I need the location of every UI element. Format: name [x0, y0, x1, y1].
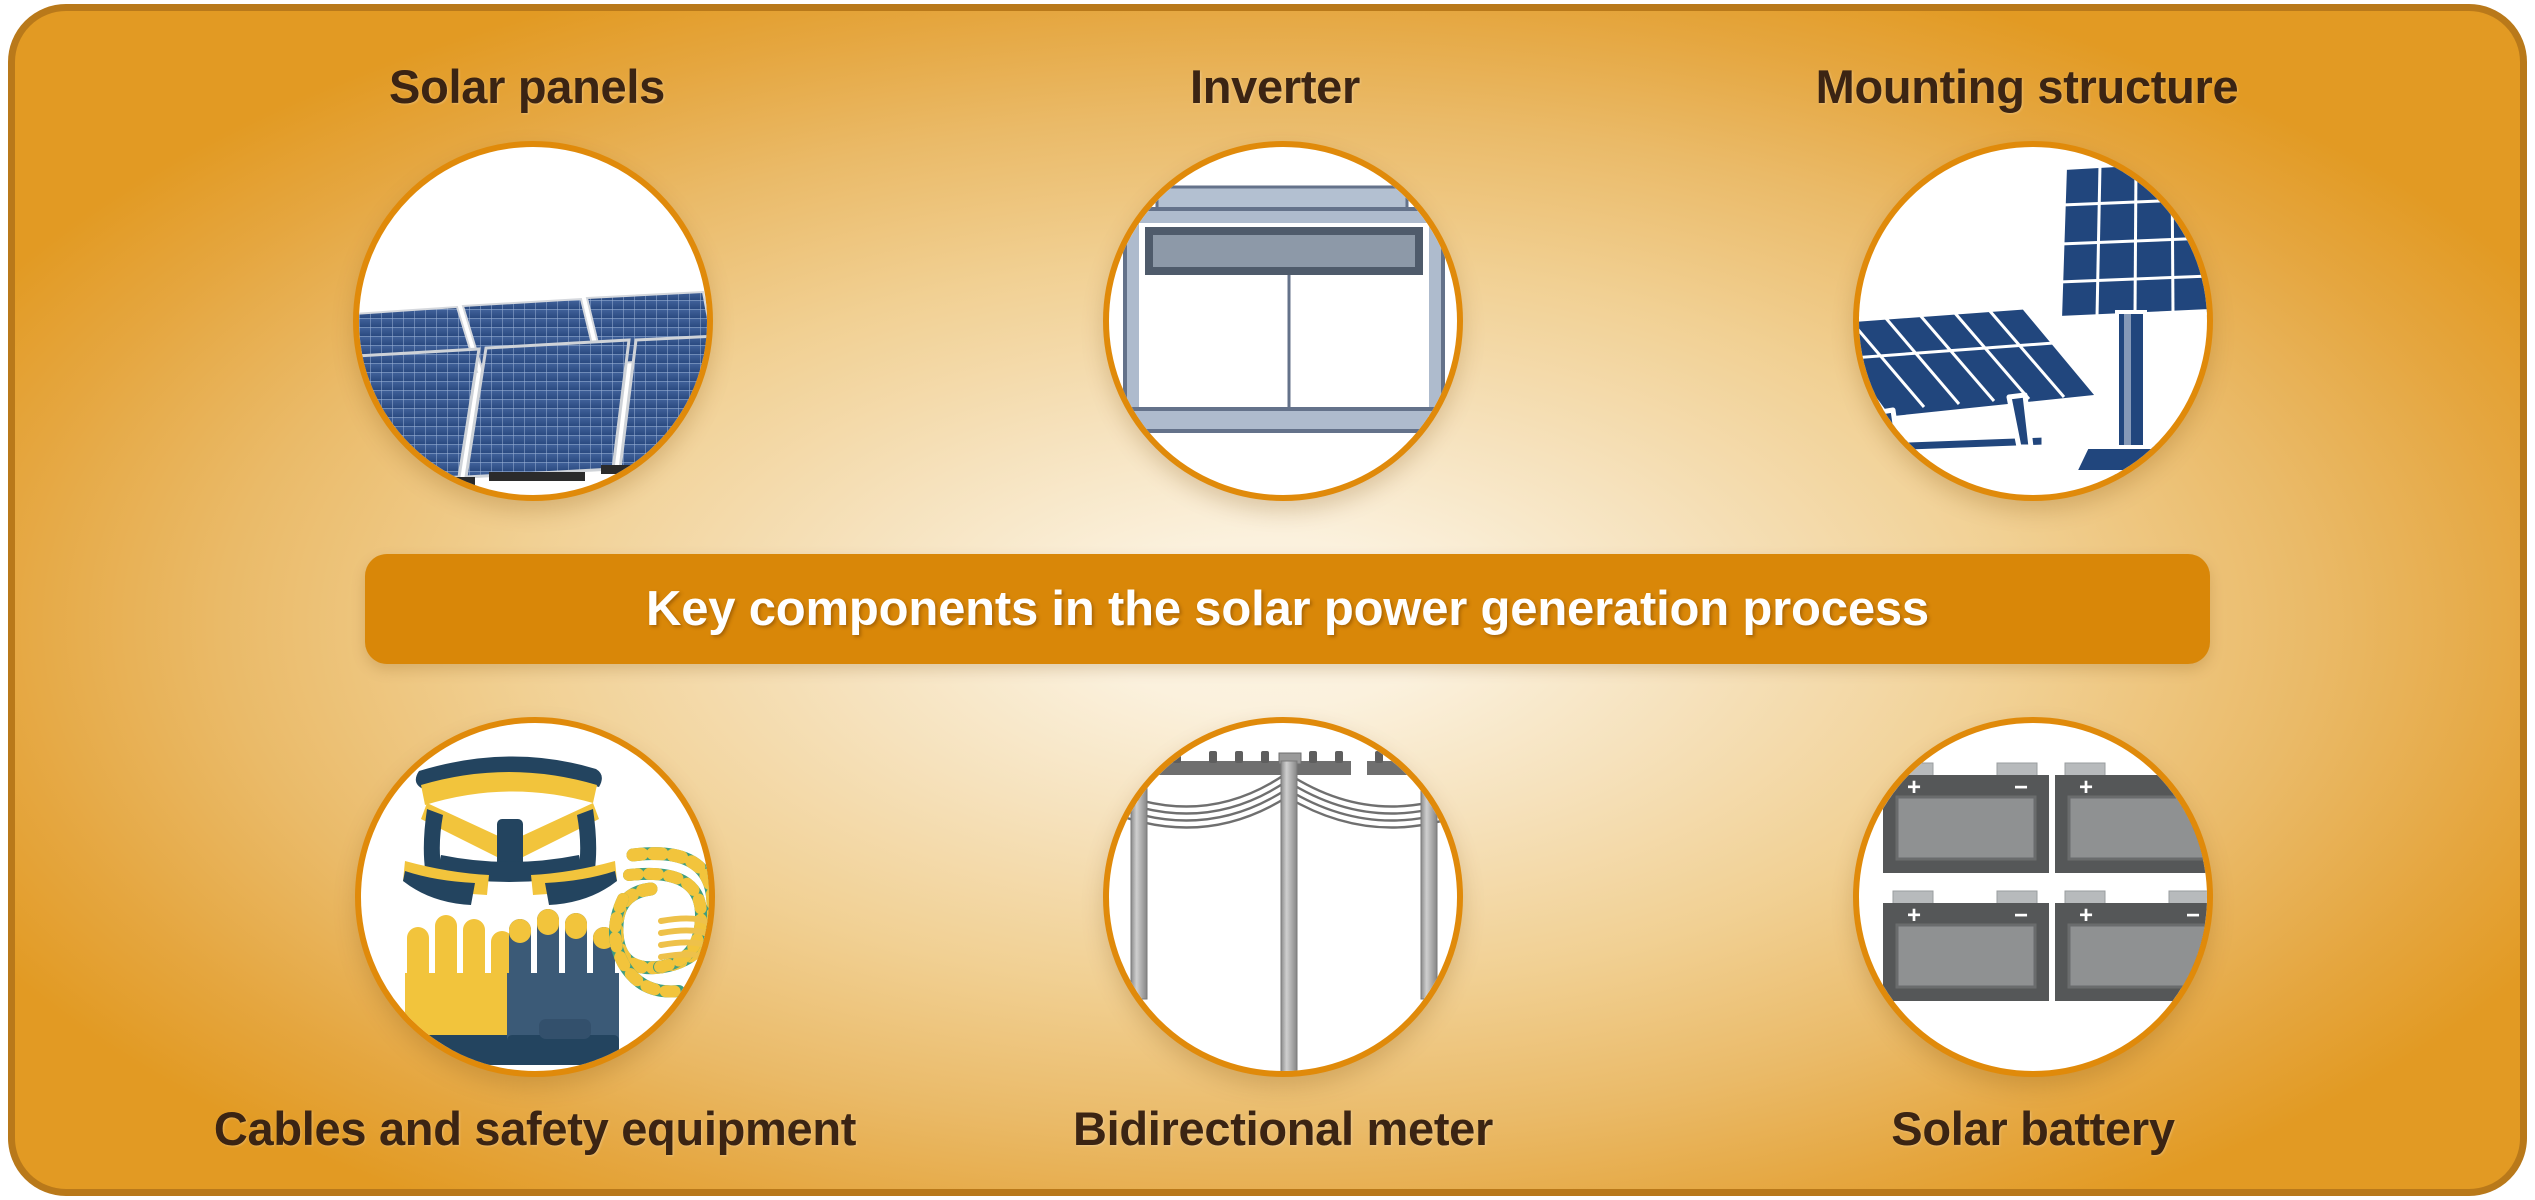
label-solar-panels: Solar panels [389, 60, 665, 113]
solar-panel-array-icon [359, 147, 707, 495]
terminal-negative-label: − [2014, 774, 2028, 801]
svg-text:+: + [1907, 902, 1921, 929]
battery-cell: + − [1881, 761, 2051, 875]
label-inverter: Inverter [1189, 60, 1361, 113]
medallion-solar-panels[interactable] [353, 141, 713, 501]
svg-text:+: + [2079, 902, 2093, 929]
inverter-icon [1109, 147, 1457, 495]
label-bidirectional-meter: Bidirectional meter [1072, 1102, 1494, 1155]
svg-text:−: − [2186, 774, 2200, 801]
medallion-cables-safety[interactable] [355, 717, 715, 1077]
mounting-structure-icon [1859, 147, 2207, 495]
utility-poles-power-lines-icon [1109, 723, 1457, 1071]
svg-text:−: − [2014, 902, 2028, 929]
svg-text:−: − [2186, 902, 2200, 929]
battery-cell: + − [2053, 761, 2207, 875]
battery-cell: + − [1881, 889, 2051, 1003]
medallion-solar-battery[interactable]: + − + − + − + − [1853, 717, 2213, 1077]
safety-harness-gloves-rope-icon [361, 723, 709, 1071]
label-cables-safety: Cables and safety equipment [213, 1102, 857, 1155]
glove-cuff-navy [507, 1035, 619, 1065]
banner-text: Key components in the solar power genera… [646, 582, 1929, 636]
infographic-card: Solar panels Inverter Mounting structure [8, 4, 2527, 1196]
label-solar-battery: Solar battery [1891, 1102, 2175, 1155]
battery-cell: + − [2053, 889, 2207, 1003]
label-mounting-structure: Mounting structure [1815, 60, 2239, 113]
medallion-bidirectional-meter[interactable] [1103, 717, 1463, 1077]
terminal-positive-label: + [1907, 774, 1921, 801]
key-components-banner: Key components in the solar power genera… [365, 554, 2210, 664]
svg-text:+: + [2079, 774, 2093, 801]
medallion-mounting-structure[interactable] [1853, 141, 2213, 501]
battery-bank-icon: + − + − + − + − [1859, 723, 2207, 1071]
glove-cuff-yellow [405, 1035, 517, 1065]
medallion-inverter[interactable] [1103, 141, 1463, 501]
